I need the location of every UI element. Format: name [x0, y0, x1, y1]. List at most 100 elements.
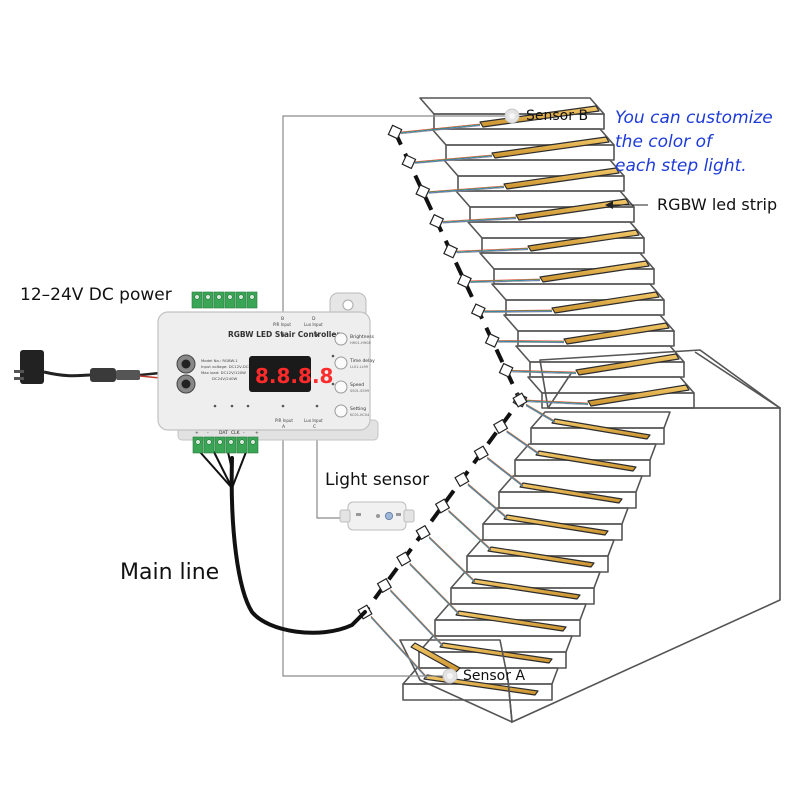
- rgbw-led-strip: [551, 291, 660, 314]
- rgbw-led-strip: [471, 578, 581, 600]
- strip-connector: [470, 303, 486, 319]
- rgbw-led-strip: [487, 546, 595, 568]
- strip-wire: [470, 279, 541, 282]
- strip-wire: [498, 341, 565, 344]
- power-label: 12–24V DC power: [20, 285, 172, 305]
- strip-wire: [390, 589, 444, 646]
- strip-wire: [467, 483, 508, 518]
- strip-wire: [470, 278, 541, 282]
- light-sensor-icon: [339, 501, 415, 531]
- controller-button[interactable]: [334, 404, 348, 418]
- controller-button-sub: SS01-SS99: [350, 389, 369, 393]
- port-b-sub: PIR Input: [273, 322, 291, 327]
- strip-wire: [448, 511, 492, 552]
- strip-wire: [448, 510, 492, 551]
- port-d-sub: Lux Input: [304, 322, 323, 327]
- strip-wires: [370, 123, 589, 680]
- rgbw-led-strip: [503, 167, 620, 190]
- strip-wire: [512, 369, 577, 373]
- rgbw-led-strip: [563, 322, 670, 345]
- rgbw-led-strip: [439, 642, 553, 664]
- terminal-slot: [203, 436, 215, 454]
- strip-wire: [428, 186, 505, 193]
- spec-model: Model No.: RGBW-1: [201, 358, 238, 363]
- customize-note-line-3: each step light.: [615, 156, 747, 176]
- controller-button[interactable]: [334, 332, 348, 346]
- strip-connector: [429, 213, 445, 229]
- controller-button-label: Speed: [350, 382, 364, 388]
- controller-button[interactable]: [334, 356, 348, 370]
- strip-connector: [457, 273, 472, 289]
- strip-wire: [467, 483, 508, 518]
- strip-wire: [428, 538, 476, 584]
- stair-riser: [498, 491, 637, 509]
- strip-wire: [525, 400, 589, 405]
- strip-wire: [400, 124, 481, 134]
- strip-wire: [428, 185, 505, 192]
- strip-wire: [428, 537, 476, 583]
- terminal-label: -: [243, 431, 245, 436]
- terminal-slot: [214, 436, 226, 454]
- strip-wire: [456, 248, 529, 253]
- strip-connector: [415, 184, 431, 199]
- terminal-slot: [236, 436, 248, 454]
- strip-wire: [400, 123, 481, 133]
- spec-load2: DC24V/240W: [212, 376, 238, 381]
- controller-button[interactable]: [334, 380, 348, 394]
- main-line-cable: [199, 451, 367, 635]
- customize-note-line-1: You can customize: [615, 108, 773, 128]
- strip-connector: [401, 154, 417, 170]
- strip-wire: [409, 564, 460, 616]
- strip-connector: [512, 392, 528, 408]
- strip-wire: [370, 616, 428, 678]
- strip-connectors: [357, 124, 528, 620]
- strip-wire: [512, 371, 577, 374]
- power-adapter-icon: [14, 350, 161, 384]
- terminal-block-top: -CLKDAT-+: [191, 291, 258, 318]
- rgbw-led-strip: [535, 450, 637, 472]
- strip-wire: [487, 457, 524, 486]
- customize-note-line-2: the color of: [615, 132, 712, 152]
- terminal-slot: [213, 291, 225, 309]
- sensor-wires: [282, 115, 512, 677]
- strip-wire: [409, 563, 460, 615]
- port-c-sub: Lux Input: [304, 418, 323, 423]
- connector-knob-icon: [176, 354, 196, 394]
- strip-wire: [400, 125, 481, 135]
- strip-wire: [448, 510, 492, 550]
- strip-connector: [376, 577, 393, 594]
- strip-wire: [409, 563, 460, 614]
- strip-connector: [415, 524, 431, 541]
- light-sensor-label: Light sensor: [325, 470, 430, 490]
- rgbw-led-strip: [519, 482, 623, 504]
- strip-wire: [400, 124, 481, 133]
- staircase: [399, 97, 781, 723]
- strip-wire: [484, 309, 553, 312]
- controller-button-sub: LL01-LL99: [350, 365, 368, 369]
- port-a-sub: PIR Input: [275, 418, 293, 423]
- strip-wire: [414, 155, 493, 164]
- strip-wire: [484, 311, 553, 313]
- strip-wire: [448, 509, 492, 550]
- strip-wire: [456, 247, 529, 252]
- strip-wire: [525, 399, 589, 404]
- strip-wire: [414, 154, 493, 163]
- terminal-slot: [246, 291, 258, 309]
- spec-input: Input voltage: DC12V-DC24V: [201, 364, 256, 369]
- rgbw-led-strip: [527, 229, 640, 252]
- strip-wire: [498, 340, 565, 342]
- terminal-slot: [192, 436, 204, 454]
- rgbw-led-strip: [503, 514, 609, 536]
- pir-sensor-icon: [504, 108, 520, 124]
- strip-connector: [443, 243, 458, 259]
- strip-wire: [467, 484, 508, 519]
- strip-wire: [470, 279, 541, 283]
- rgbw-led-strip: [575, 353, 680, 376]
- strip-wire: [390, 589, 444, 646]
- strip-wire: [414, 156, 493, 164]
- strip-connector: [396, 551, 412, 567]
- controller-button-label: Time delay: [349, 358, 375, 364]
